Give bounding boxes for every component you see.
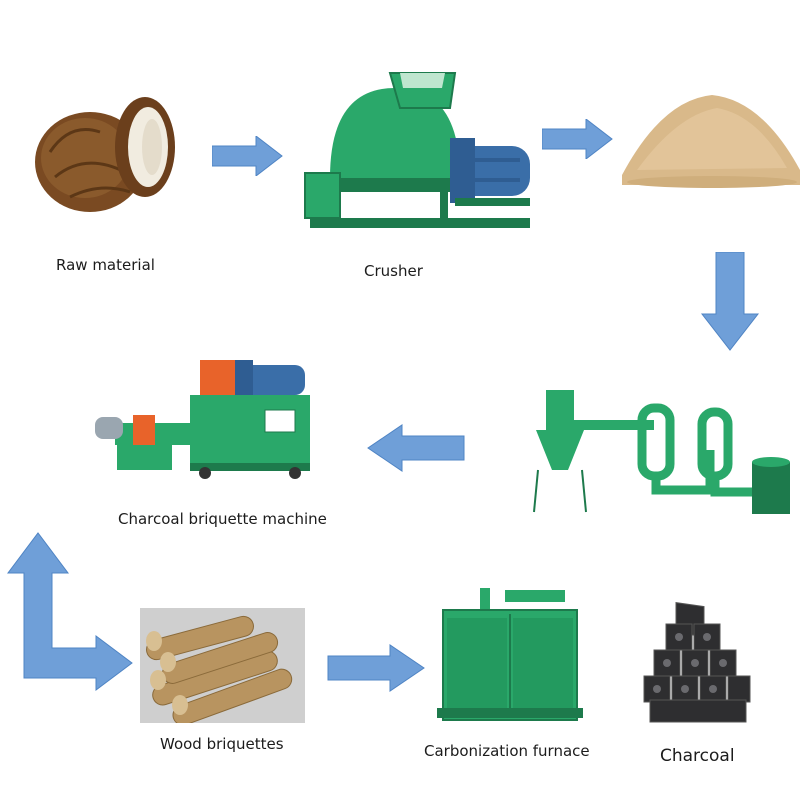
arrow-up-right-icon [6,528,136,693]
step-label-briquette-machine: Charcoal briquette machine [118,510,327,528]
coconut-image [30,92,180,217]
arrow-left-icon [366,423,466,473]
arrow-right-icon [212,136,284,176]
wood-briquettes-image [140,608,305,723]
arrow-right-icon [326,643,426,693]
carbonization-furnace-image [435,588,585,723]
step-label-crusher: Crusher [364,262,423,280]
arrow-down-icon [700,252,760,352]
step-label-charcoal: Charcoal [660,746,735,766]
step-label-raw-material: Raw material [56,256,155,274]
briquette-machine-image [95,355,325,485]
charcoal-image [636,592,756,727]
crusher-machine-image [300,68,540,233]
step-label-wood-briquettes: Wood briquettes [160,735,284,753]
arrow-right-icon [542,119,614,159]
step-label-carbonization-furnace: Carbonization furnace [424,742,590,760]
airflow-dryer-image [530,380,795,520]
sawdust-pile-image [622,90,800,190]
